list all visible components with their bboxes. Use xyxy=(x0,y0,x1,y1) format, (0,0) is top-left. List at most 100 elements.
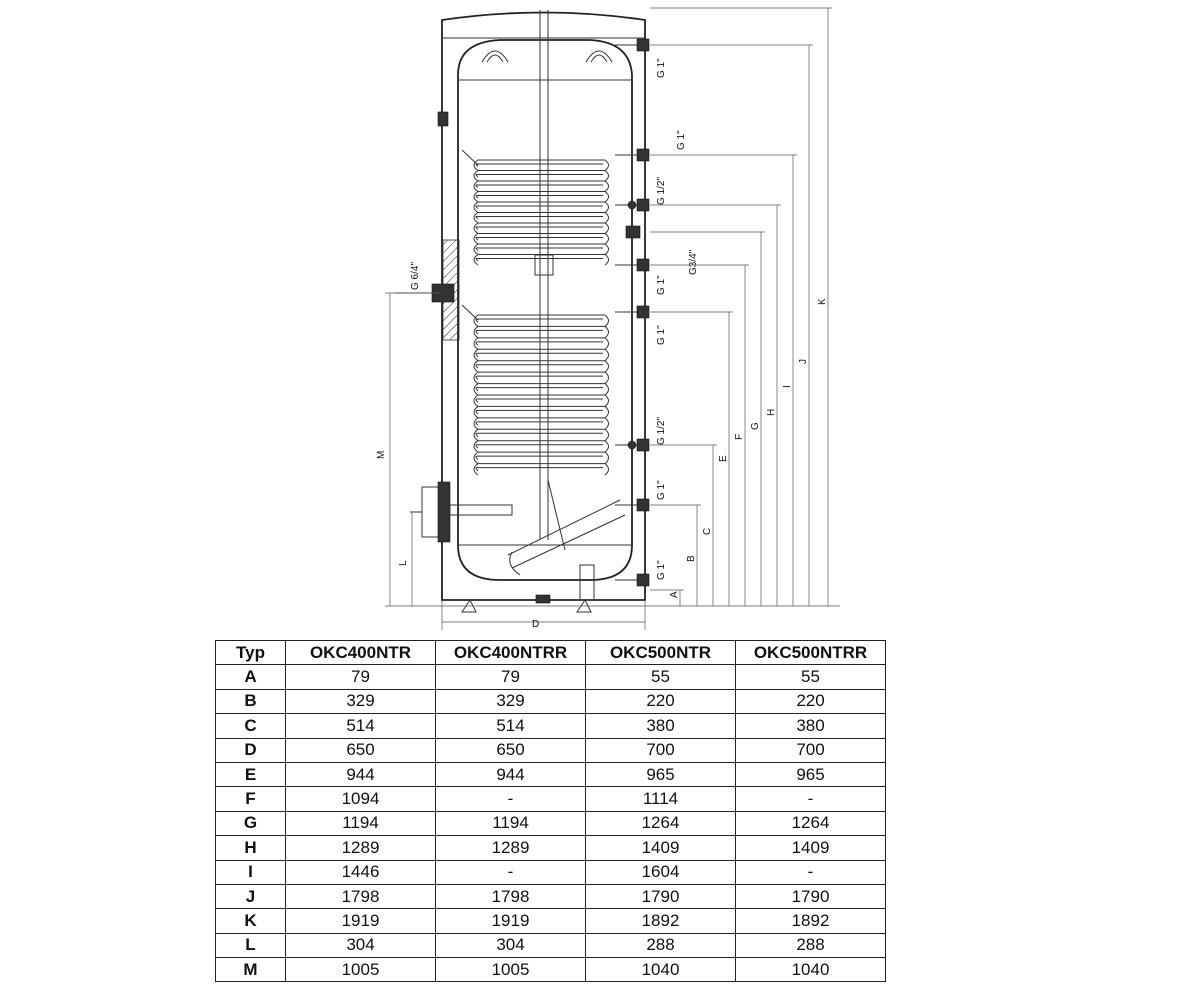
table-cell: 1264 xyxy=(735,810,886,837)
table-cell: 329 xyxy=(285,688,436,715)
inspection-flange xyxy=(410,481,513,543)
table-cell: 1040 xyxy=(585,957,736,983)
water-heater-drawing: G 6/4" G 1"G 1"G 1/2"G3/4"G 1"G 1"G 1/2"… xyxy=(376,7,840,630)
right-connections: G 1"G 1"G 1/2"G3/4"G 1"G 1"G 1/2"G 1"G 1… xyxy=(615,38,699,587)
table-cell: - xyxy=(435,859,586,885)
outer-jacket xyxy=(441,11,646,601)
table-cell: 1264 xyxy=(585,810,736,837)
table-cell: 700 xyxy=(735,737,886,763)
table-cell: 944 xyxy=(435,761,586,788)
upper-heat-exchanger-coil xyxy=(461,149,609,266)
row-label: F xyxy=(215,786,286,812)
dimensions-table: Typ OKC400NTR OKC400NTRR OKC500NTR OKC50… xyxy=(215,639,886,983)
dim-letter-D: D xyxy=(532,619,539,630)
connection-label: G 1" xyxy=(656,58,667,78)
table-cell: 965 xyxy=(735,761,886,788)
connection-label: G3/4" xyxy=(688,249,699,275)
dim-letter: J xyxy=(798,359,809,364)
dim-letter: F xyxy=(734,434,745,440)
dim-letter: C xyxy=(702,528,713,535)
row-label: M xyxy=(215,957,286,983)
row-label: H xyxy=(215,835,286,861)
table-cell: 1790 xyxy=(735,883,886,910)
header-okc400ntrr: OKC400NTRR xyxy=(435,639,586,666)
header-typ: Typ xyxy=(215,639,286,666)
row-label: J xyxy=(215,883,286,910)
table-cell: 380 xyxy=(735,713,886,739)
table-cell: 79 xyxy=(435,664,586,690)
table-cell: 1892 xyxy=(735,908,886,934)
row-label: C xyxy=(215,713,286,739)
table-cell: 1114 xyxy=(585,786,736,812)
row-label: E xyxy=(215,761,286,788)
table-header-row: Typ OKC400NTR OKC400NTRR OKC500NTR OKC50… xyxy=(215,639,886,666)
table-cell: 1892 xyxy=(585,908,736,934)
table-cell: 514 xyxy=(435,713,586,739)
table-cell: 1604 xyxy=(585,859,736,885)
connection-label: G 1" xyxy=(656,275,667,295)
table-cell: 965 xyxy=(585,761,736,788)
left-dimensions: M L xyxy=(376,292,840,607)
row-label: B xyxy=(215,688,286,715)
row-label: L xyxy=(215,932,286,959)
connection-fitting xyxy=(636,498,650,512)
table-cell: 1289 xyxy=(285,835,436,861)
table-cell: 1409 xyxy=(735,835,886,861)
sensor-fitting xyxy=(437,111,449,127)
row-label: A xyxy=(215,664,286,690)
table-cell: 1289 xyxy=(435,835,586,861)
table-cell: 380 xyxy=(585,713,736,739)
lower-heat-exchanger-coil xyxy=(461,304,609,476)
dim-letter-L: L xyxy=(398,560,409,566)
table-cell: - xyxy=(435,786,586,812)
connection-fitting xyxy=(636,38,650,52)
connection-fitting xyxy=(636,573,650,587)
table-cell: 1040 xyxy=(735,957,886,983)
table-cell: 1094 xyxy=(285,786,436,812)
table-cell: 1194 xyxy=(285,810,436,837)
lifting-eye-right xyxy=(585,50,613,63)
table-cell: 1194 xyxy=(435,810,586,837)
table-cell: 1005 xyxy=(435,957,586,983)
table-cell: 1919 xyxy=(285,908,436,934)
connection-fitting xyxy=(636,258,650,272)
connection-label: G 1" xyxy=(676,130,687,150)
connection-label: G 1" xyxy=(656,480,667,500)
table-cell: 650 xyxy=(285,737,436,763)
connection-label: G 1" xyxy=(656,325,667,345)
dim-letter: K xyxy=(817,298,828,305)
table-cell: 1919 xyxy=(435,908,586,934)
table-cell: 944 xyxy=(285,761,436,788)
connection-label: G 1" xyxy=(656,560,667,580)
row-label: K xyxy=(215,908,286,934)
header-okc500ntr: OKC500NTR xyxy=(585,639,736,666)
bottom-dimension: D xyxy=(441,600,646,630)
header-okc400ntr: OKC400NTR xyxy=(285,639,436,666)
table-cell: 55 xyxy=(585,664,736,690)
table-cell: 1798 xyxy=(285,883,436,910)
table-cell: 220 xyxy=(585,688,736,715)
row-label: G xyxy=(215,810,286,837)
table-cell: 514 xyxy=(285,713,436,739)
anode-rod xyxy=(534,10,554,540)
table-cell: 1790 xyxy=(585,883,736,910)
connection-fitting xyxy=(636,198,650,212)
dim-letter: E xyxy=(718,455,729,462)
dim-letter-M: M xyxy=(376,451,387,459)
connection-label: G 1/2" xyxy=(656,177,667,205)
table-cell: - xyxy=(735,859,886,885)
feet xyxy=(461,564,595,613)
table-cell: 55 xyxy=(735,664,886,690)
inner-tank xyxy=(457,39,633,581)
